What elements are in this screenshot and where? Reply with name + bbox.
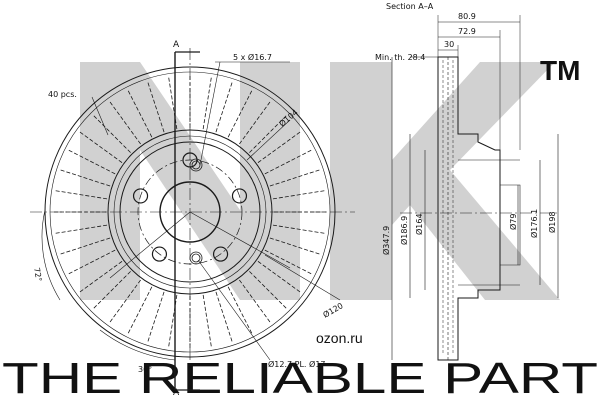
vane [269, 168, 322, 187]
diameter-outer-label: Ø347.9 [381, 226, 391, 255]
angle-36-label: 36° [138, 365, 152, 374]
vane [215, 291, 234, 344]
vane [108, 100, 141, 145]
vane [146, 80, 165, 133]
hub-diameter-label: Ø120 [321, 300, 345, 319]
vane [92, 114, 131, 153]
diameter-164-label: Ø164 [414, 213, 424, 235]
vane [249, 114, 288, 153]
vane [53, 190, 108, 200]
vane [257, 261, 302, 294]
width-total-label: 80.9 [458, 12, 476, 21]
pin-holes-label: Ø12.7 PL. Ø17 [268, 359, 326, 369]
min-thickness-label: Min. th. 28.4 [375, 53, 425, 62]
width-friction-label: 30 [444, 40, 454, 49]
vane [202, 75, 212, 130]
vane [239, 100, 272, 145]
vane [108, 279, 141, 324]
vane [53, 224, 108, 234]
vane [66, 148, 116, 175]
bolt-hole [132, 188, 149, 204]
cooling-vanes [52, 74, 328, 350]
angle-72-label: 72° [32, 267, 43, 283]
site-watermark: ozon.ru [316, 330, 363, 346]
vane [272, 224, 327, 234]
vane [272, 190, 327, 200]
vane [78, 130, 123, 163]
section-title: Section A–A [386, 2, 434, 11]
vane [78, 261, 123, 294]
section-view [391, 15, 560, 361]
pin-hole [191, 253, 201, 263]
vane [215, 80, 234, 133]
vane [58, 168, 111, 187]
vane [146, 291, 165, 344]
bolt-hole [212, 246, 229, 262]
tagline-watermark: THE RELIABLE PART [2, 354, 598, 400]
vane [66, 249, 116, 276]
width-hat-label: 72.9 [458, 27, 476, 36]
nk-logo-watermark: TM THE RELIABLE PART ozon.ru [2, 55, 598, 403]
diameter-186-label: Ø186.9 [399, 216, 409, 245]
vane [264, 249, 314, 276]
trademark-mark: TM [540, 55, 580, 86]
bolt-hole [151, 246, 168, 262]
vane [202, 294, 212, 349]
vane [126, 286, 153, 336]
vane [264, 148, 314, 175]
section-cut-label-top: A [173, 40, 180, 50]
vane [92, 271, 131, 310]
diameter-176-label: Ø176.1 [529, 209, 539, 238]
vane [257, 130, 302, 163]
section-outline [437, 56, 501, 361]
front-view [30, 48, 355, 391]
diameter-198-label: Ø198 [547, 211, 557, 233]
vane [227, 286, 254, 336]
vane [227, 88, 254, 138]
section-cut-label-bottom: A [173, 388, 180, 398]
vanes-count-label: 40 pcs. [48, 90, 77, 99]
vane [239, 279, 272, 324]
vane [269, 237, 322, 256]
vane [58, 237, 111, 256]
bolt-hole [231, 188, 248, 204]
bolt-holes-label: 5 x Ø16.7 [233, 52, 272, 62]
vane [249, 271, 288, 310]
diameter-79-label: Ø79 [508, 214, 518, 230]
vane [126, 88, 153, 138]
